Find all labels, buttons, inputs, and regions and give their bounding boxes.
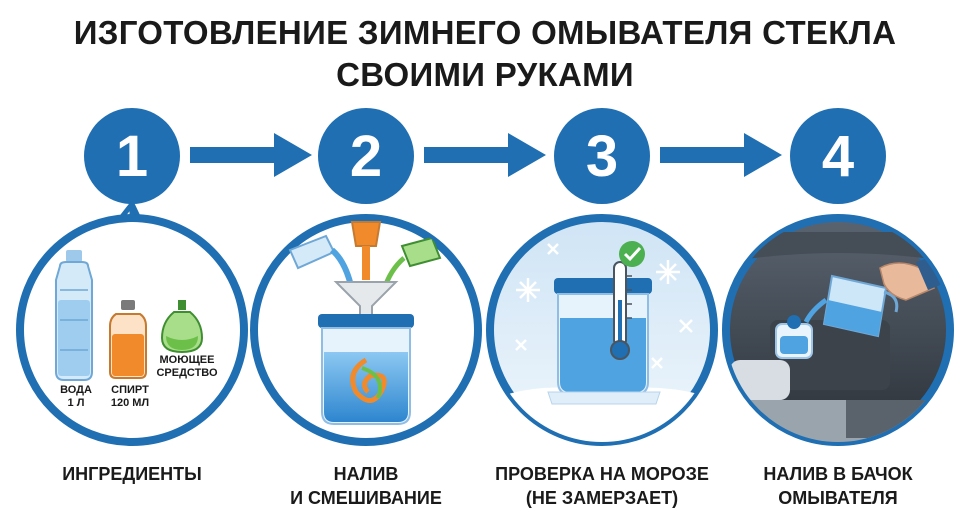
pouring-alcohol-bottle-icon	[350, 221, 382, 280]
step-4-caption-line1: НАЛИВ В БАЧОК	[763, 464, 913, 484]
step-2-caption-line1: НАЛИВ	[333, 464, 399, 484]
ingredient-label-detergent: МОЮЩЕЕ СРЕДСТВО	[156, 354, 218, 380]
step-3-number: 3	[554, 108, 650, 204]
ingredient-water-name: ВОДА	[60, 384, 92, 396]
step-4-number: 4	[790, 108, 886, 204]
title-line-2: СВОИМИ РУКАМИ	[336, 56, 634, 93]
step-3-caption-line2: (НЕ ЗАМЕРЗАЕТ)	[525, 488, 679, 508]
checkmark-icon	[619, 241, 645, 267]
washer-reservoir-icon	[775, 315, 813, 359]
pouring-jug-icon	[803, 274, 899, 338]
scene-3-freeze-test	[486, 214, 718, 446]
title-line-1: ИЗГОТОВЛЕНИЕ ЗИМНЕГО ОМЫВАТЕЛЯ СТЕКЛА	[73, 14, 897, 51]
step-2-caption: НАЛИВ И СМЕШИВАНИЕ	[251, 462, 481, 510]
scene-4-refill	[722, 214, 954, 446]
water-bottle-icon	[55, 250, 93, 381]
ingredient-label-alcohol: СПИРТ 120 МЛ	[106, 384, 154, 410]
ingredient-alcohol-amount: 120 МЛ	[110, 397, 150, 409]
arrow-1-to-2	[190, 133, 312, 177]
step-1-number: 1	[84, 108, 180, 204]
step-2-number: 2	[318, 108, 414, 204]
step-2-caption-line2: И СМЕШИВАНИЕ	[290, 488, 442, 508]
ingredient-detergent-line1: МОЮЩЕЕ	[159, 354, 215, 366]
step-3-caption: ПРОВЕРКА НА МОРОЗЕ (НЕ ЗАМЕРЗАЕТ)	[487, 462, 717, 510]
scene-1-ingredients	[16, 214, 248, 446]
ingredient-water-amount: 1 Л	[67, 397, 85, 409]
detergent-bottle-icon	[160, 300, 204, 354]
arrow-3-to-4	[660, 133, 782, 177]
step-1-caption: ИНГРЕДИЕНТЫ	[17, 462, 247, 486]
frozen-test-jar-icon	[547, 278, 661, 405]
snowflake-icon	[515, 243, 693, 369]
step-3-caption-line1: ПРОВЕРКА НА МОРОЗЕ	[495, 464, 709, 484]
ingredient-alcohol-name: СПИРТ	[111, 384, 149, 396]
ingredient-label-water: ВОДА 1 Л	[54, 384, 98, 410]
step-4-caption: НАЛИВ В БАЧОК ОМЫВАТЕЛЯ	[723, 462, 953, 510]
step-4-caption-line2: ОМЫВАТЕЛЯ	[778, 488, 898, 508]
ingredient-detergent-line2: СРЕДСТВО	[156, 367, 218, 379]
scene-2-mixing	[250, 214, 482, 446]
step-1-caption-line1: ИНГРЕДИЕНТЫ	[62, 464, 202, 484]
mixing-jar-icon	[318, 314, 414, 425]
arrow-2-to-3	[424, 133, 546, 177]
thermometer-icon	[610, 261, 632, 360]
alcohol-bottle-icon	[109, 300, 147, 379]
page-title: ИЗГОТОВЛЕНИЕ ЗИМНЕГО ОМЫВАТЕЛЯ СТЕКЛА СВ…	[0, 12, 970, 96]
